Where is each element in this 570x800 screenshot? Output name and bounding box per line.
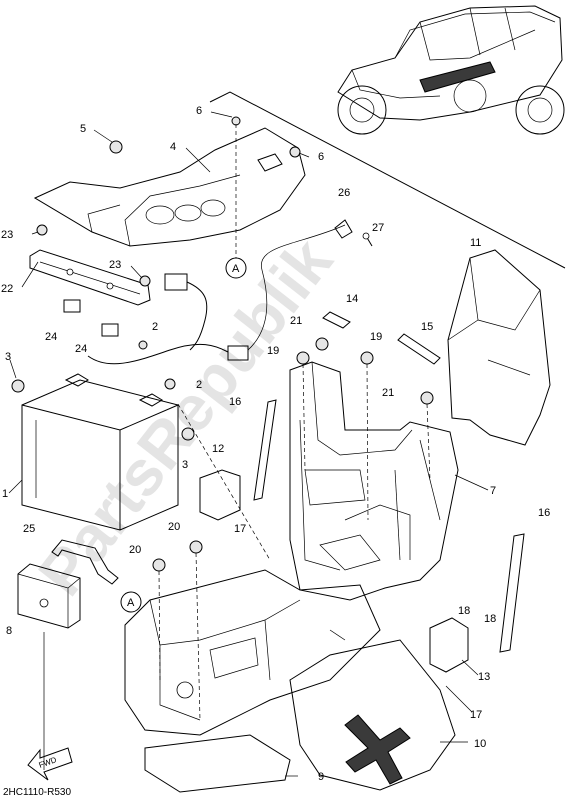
callout-number: 18 <box>484 613 496 625</box>
sensor-part-26 <box>334 219 353 239</box>
hold-down-strap-part-25 <box>51 539 119 585</box>
callout-number: 4 <box>170 141 176 153</box>
cover-part-13 <box>429 617 469 673</box>
callout-number: 6 <box>318 151 324 163</box>
strip-part-14 <box>322 311 351 329</box>
callout-number: 2 <box>196 379 202 391</box>
callout-number: 13 <box>478 671 490 683</box>
mat-part-9 <box>144 734 291 793</box>
bracket-plate-part-22 <box>29 249 151 306</box>
ref-mark-a-top: A <box>232 263 240 275</box>
fuse-box <box>227 345 249 361</box>
callout-number: 21 <box>382 387 394 399</box>
callout-number: 8 <box>6 625 12 637</box>
ref-mark-a-bottom: A <box>127 597 135 609</box>
callout-number: 17 <box>234 523 246 535</box>
callout-number: 25 <box>23 523 35 535</box>
callout-number: 3 <box>182 459 188 471</box>
callout-number: 9 <box>318 771 324 783</box>
strip-part-16-a <box>253 399 277 501</box>
callout-number: 7 <box>490 485 496 497</box>
diagram-code: 2HC1110-R530 <box>3 787 71 798</box>
callout-number: 14 <box>346 293 358 305</box>
callout-number: 10 <box>474 738 486 750</box>
ref-circle-a-top <box>225 257 247 279</box>
fasteners <box>11 116 434 572</box>
callout-number: 16 <box>229 396 241 408</box>
strip-part-15 <box>397 333 441 365</box>
callout-number: 15 <box>421 321 433 333</box>
strip-part-16-b <box>499 533 525 653</box>
connector-block <box>164 273 188 291</box>
callout-labels: 5 4 6 6 23 22 23 26 27 11 14 15 21 21 19… <box>1 105 550 783</box>
callout-number: 6 <box>196 105 202 117</box>
relay-part-24-a <box>63 299 81 313</box>
ref-circle-a-bottom <box>120 591 142 613</box>
vehicle-inset-illustration <box>337 5 565 135</box>
callout-number: 3 <box>5 351 11 363</box>
cover-part-12 <box>199 469 241 521</box>
callout-number: 12 <box>212 443 224 455</box>
pad-part-8 <box>17 563 81 629</box>
callout-number: 16 <box>538 507 550 519</box>
callout-number: 2 <box>152 321 158 333</box>
callout-number: 20 <box>129 544 141 556</box>
leader-lines <box>8 111 489 777</box>
callout-number: 20 <box>168 521 180 533</box>
callout-number: 19 <box>267 345 279 357</box>
callout-number: 23 <box>1 229 13 241</box>
battery-box-part-7 <box>289 361 459 601</box>
callout-number: 19 <box>370 331 382 343</box>
frame-boundary-line <box>209 91 566 269</box>
callout-number: 1 <box>2 488 8 500</box>
callout-number: 18 <box>458 605 470 617</box>
callout-number: 22 <box>1 283 13 295</box>
relay-part-24-b <box>101 323 119 337</box>
callout-number: 27 <box>372 222 384 234</box>
callout-number: 17 <box>470 709 482 721</box>
callout-number: 23 <box>109 259 121 271</box>
battery-part-1 <box>21 373 179 531</box>
sensor-cable <box>247 224 346 351</box>
under-tray-part-10 <box>289 639 456 791</box>
fwd-arrow <box>27 747 73 781</box>
callout-number: 26 <box>338 187 350 199</box>
wire-lead <box>186 281 208 351</box>
wire-harness <box>87 343 229 365</box>
callout-number: 24 <box>75 343 87 355</box>
callout-number: 11 <box>470 237 481 249</box>
callout-number: 24 <box>45 331 57 343</box>
side-panel-part-11 <box>447 249 551 446</box>
callout-number: 21 <box>290 315 302 327</box>
callout-number: 5 <box>80 123 86 135</box>
panel-cover-part-4 <box>33 127 306 247</box>
